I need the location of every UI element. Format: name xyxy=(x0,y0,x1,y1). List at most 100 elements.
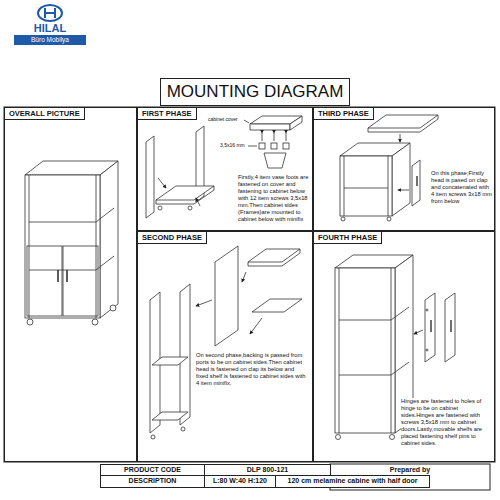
phase-heading: OVERALL PICTURE xyxy=(4,107,85,120)
overall-cabinet-stroke xyxy=(66,270,68,282)
fourth-phase-parts-stroke xyxy=(426,349,428,351)
overall-cabinet-stroke xyxy=(96,208,114,222)
third-phase-parts-stroke xyxy=(388,156,389,216)
fourth-phase-parts-stroke xyxy=(390,435,395,440)
third-phase-parts-stroke xyxy=(368,115,438,128)
third-phase-parts-stroke xyxy=(387,217,391,221)
phase-heading: THIRD PHASE xyxy=(313,107,374,120)
frame xyxy=(4,107,495,490)
third-phase-parts-stroke xyxy=(416,176,417,186)
first-phase-parts-stroke xyxy=(196,198,200,206)
phase-panel: SECOND PHASE On second phase,backing is p… xyxy=(137,231,313,462)
first-phase-parts-stroke xyxy=(264,153,286,168)
second-phase-parts-stroke xyxy=(180,284,190,425)
third-phase-parts-stroke xyxy=(341,217,345,221)
third-phase-parts-stroke xyxy=(368,115,438,132)
second-phase-parts-stroke xyxy=(250,318,262,334)
first-phase-parts-stroke xyxy=(274,133,275,141)
phase-heading: SECOND PHASE xyxy=(137,231,207,244)
first-phase-parts-stroke xyxy=(158,206,162,210)
logo-emblem-stroke xyxy=(38,5,62,21)
first-phase-parts-stroke xyxy=(156,186,214,204)
phase-panel: FOURTH PHASE Hinges are fastened to holes… xyxy=(313,231,495,462)
third-phase-parts-stroke xyxy=(392,143,410,216)
table-cell: L:80 W:40 H:120 xyxy=(204,475,276,488)
first-phase-parts-stroke xyxy=(244,120,249,123)
logo-emblem-stroke xyxy=(45,12,55,14)
overall-cabinet-stroke xyxy=(96,256,114,270)
overall-cabinet-stroke xyxy=(29,222,96,223)
phase-panel: THIRD PHASE On this phase;Firstly head is… xyxy=(313,107,495,231)
first-phase-parts-stroke xyxy=(259,143,265,149)
second-phase-parts-stroke xyxy=(152,357,188,365)
second-phase-parts-stroke xyxy=(242,272,246,282)
first-phase-parts-stroke xyxy=(158,178,166,188)
fourth-phase-parts-stroke xyxy=(391,268,392,433)
phase-panel: OVERALL PICTURE xyxy=(4,107,137,462)
table-cell: 120 cm melamine cabine with half door xyxy=(275,475,430,488)
phase-note: Firstly,4 item vase foots are fastened o… xyxy=(238,174,310,223)
second-phase-parts-stroke xyxy=(248,249,300,266)
fourth-phase-parts-stroke xyxy=(425,293,435,362)
overall-cabinet-stroke xyxy=(96,175,97,318)
first-phase-parts-stroke xyxy=(146,136,154,218)
overall-cabinet-stroke xyxy=(27,319,33,325)
fourth-phase-parts-stroke xyxy=(430,320,431,332)
first-phase-parts-stroke xyxy=(271,143,277,149)
phase-heading: FOURTH PHASE xyxy=(313,231,382,244)
fourth-phase-parts-stroke xyxy=(339,375,391,376)
frame-stroke xyxy=(4,107,495,462)
phase-panel: FIRST PHASE Firstly,4 item vase foots are… xyxy=(137,107,313,231)
phase-note: Hinges are fastened to holes of hinge to… xyxy=(401,398,491,447)
second-phase-parts-stroke xyxy=(215,246,238,346)
overall-cabinet-stroke xyxy=(57,270,59,282)
title: MOUNTING DIAGRAM xyxy=(160,78,350,106)
dimension: 3,5x16 mm xyxy=(220,143,247,150)
fourth-phase-parts-stroke xyxy=(391,307,409,320)
logo-emblem xyxy=(14,5,86,45)
third-phase-parts-stroke xyxy=(344,188,388,189)
second-phase-parts-stroke xyxy=(181,427,185,431)
overall-cabinet-stroke xyxy=(100,161,118,318)
third-phase-parts-stroke xyxy=(400,134,401,142)
fourth-phase-parts-stroke xyxy=(339,268,340,433)
second-phase-parts-stroke xyxy=(152,412,188,420)
third-phase-parts xyxy=(340,115,438,221)
second-phase-parts xyxy=(150,246,302,439)
third-phase-parts-stroke xyxy=(398,190,409,191)
fourth-phase-parts-stroke xyxy=(339,320,391,321)
brand-subtitle: Büro Mobilya xyxy=(14,35,86,45)
second-phase-parts-stroke xyxy=(151,435,155,439)
fourth-phase-parts-stroke xyxy=(414,330,423,334)
phase-note: On second phase,backing is passed from p… xyxy=(196,352,308,387)
second-phase-parts-stroke xyxy=(252,299,302,312)
third-phase-parts-stroke xyxy=(340,156,392,216)
table-header: DESCRIPTION xyxy=(100,475,205,488)
second-phase-parts-stroke xyxy=(248,249,300,262)
overall-cabinet-stroke xyxy=(110,305,116,311)
first-phase-parts-stroke xyxy=(290,116,302,130)
third-phase-parts-stroke xyxy=(344,156,345,216)
phase-note: On this phase;Firstly head is pased on c… xyxy=(431,170,493,205)
part-label: cabinet cover xyxy=(208,117,244,124)
overall-cabinet-stroke xyxy=(63,246,98,316)
third-phase-parts-stroke xyxy=(412,160,420,206)
first-phase-parts-stroke xyxy=(286,133,287,141)
overall-cabinet-stroke xyxy=(92,319,98,325)
overall-cabinet xyxy=(25,161,118,325)
fourth-phase-parts-stroke xyxy=(426,309,428,311)
first-phase-parts-stroke xyxy=(188,206,192,210)
overall-cabinet-stroke xyxy=(27,246,62,316)
first-phase-parts-stroke xyxy=(156,186,214,200)
first-phase-parts-stroke xyxy=(250,124,290,130)
overall-cabinet-stroke xyxy=(25,175,100,318)
first-phase-parts-stroke xyxy=(262,133,263,141)
overall-cabinet-stroke xyxy=(29,270,96,271)
phase-heading: FIRST PHASE xyxy=(137,107,197,120)
second-phase-parts-stroke xyxy=(196,300,212,306)
first-phase-parts-stroke xyxy=(283,143,289,149)
first-phase-parts-stroke xyxy=(248,146,257,147)
fourth-phase-parts-stroke xyxy=(335,268,395,433)
fourth-phase-parts-stroke xyxy=(450,320,451,332)
overall-cabinet-stroke xyxy=(29,175,30,318)
